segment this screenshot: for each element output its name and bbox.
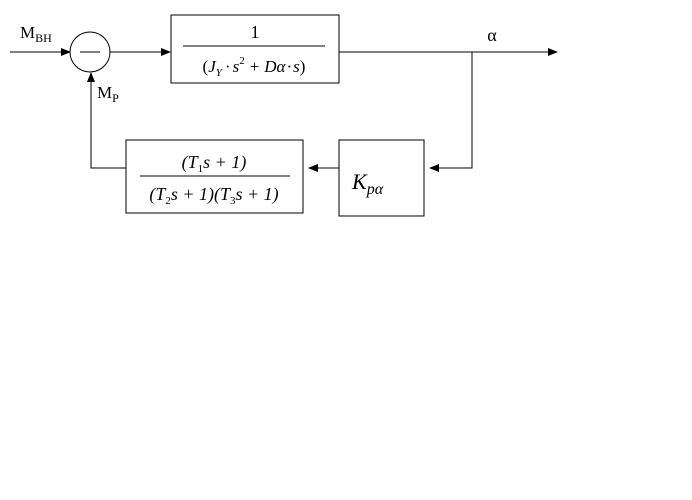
feedback-return-line	[87, 72, 126, 169]
feedback-pickoff-line	[429, 52, 473, 172]
feedback-signal-label: MP	[97, 83, 119, 105]
plant-numerator: 1	[251, 22, 260, 42]
plant-denominator: (JY·s2+Dα·s)	[203, 55, 306, 79]
input-signal-label: MBH	[20, 23, 52, 45]
output-signal-label: α	[487, 25, 497, 45]
gain-block: Kpα	[338, 139, 425, 217]
gain-label: Kpα	[351, 169, 384, 198]
summing-junction	[69, 31, 111, 73]
feedback-filter-block: (T1s + 1) (T2s + 1)(T3s + 1)	[125, 139, 304, 214]
plant-block: 1 (JY·s2+Dα·s)	[170, 14, 340, 84]
feedback-numerator: (T1s + 1)	[182, 152, 247, 175]
feedback-denominator: (T2s + 1)(T3s + 1)	[149, 184, 278, 207]
